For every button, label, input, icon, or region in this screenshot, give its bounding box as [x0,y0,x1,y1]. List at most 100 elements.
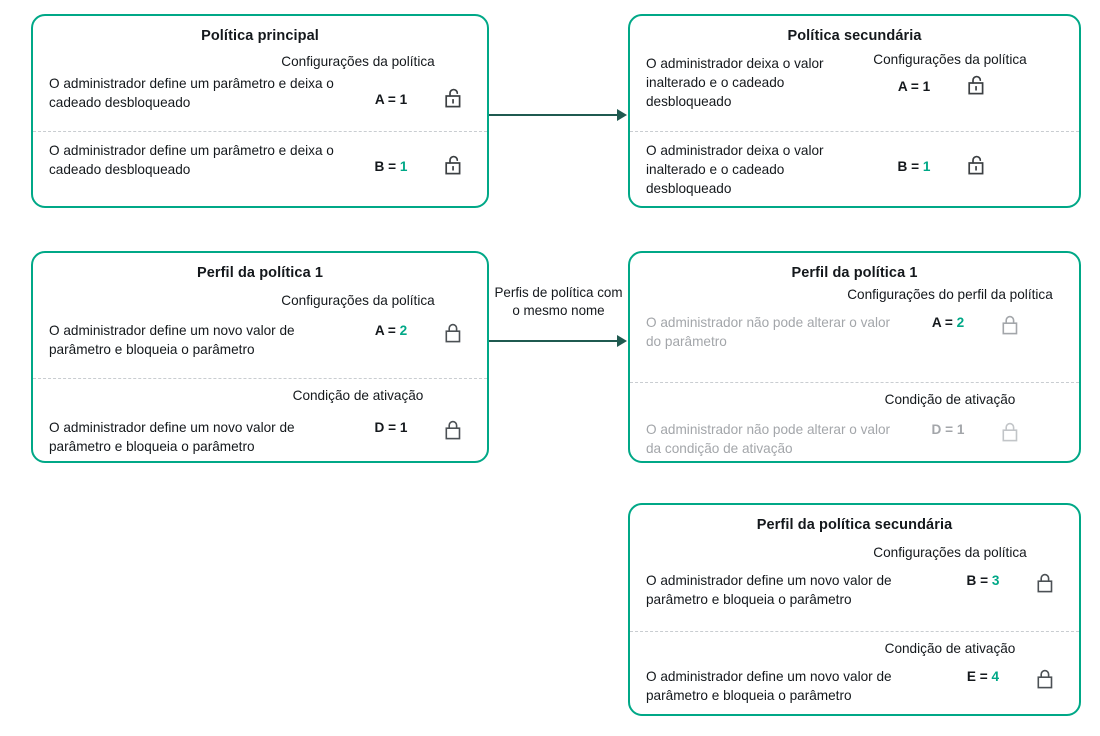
section-caption: Configurações da política [873,52,1027,68]
section-caption: Condição de ativação [884,641,1016,657]
card-title: Política principal [201,28,319,44]
card-secondary-policy: Política secundária Configurações da pol… [628,14,1081,208]
value-key: B = [897,159,920,175]
caption-spacer [646,544,837,564]
row-description: O administrador define um novo valor de … [49,323,295,357]
unlocked-icon [445,88,461,108]
value-number: 3 [991,573,1000,589]
row-value: B = 1 [868,142,960,174]
locked-icon [445,323,461,343]
locked-icon [1037,573,1053,593]
card-policy-profile-1-right: Perfil da política 1 Configurações do pe… [628,251,1081,463]
section-caption: Configurações da política [281,293,435,309]
lock-cell [994,421,1028,443]
policy-row: Configurações da política O administrado… [630,534,1079,631]
policy-row: Configurações da política O administrado… [33,282,487,378]
lock-cell [437,142,471,176]
value-number: 1 [922,159,931,175]
value-key: A = [374,323,396,339]
policy-row: Configurações da política O administrado… [33,45,487,131]
caption-spacer [49,387,245,407]
value-key: D = [374,420,397,436]
value-key: D = [931,422,954,438]
locked-icon [445,420,461,440]
unlocked-icon [968,156,984,175]
locked-icon [1037,669,1053,689]
caption-spacer [49,53,245,73]
card-title: Perfil da política 1 [791,265,918,281]
caption-row: Configurações da política [33,53,487,73]
unlocked-icon [968,75,984,95]
caption-row: Condição de ativação [630,391,1079,411]
lock-cell [994,314,1028,336]
row-value: D = 1 [902,421,994,437]
arrow-middle-label: Perfis de política com o mesmo nome [494,285,623,318]
section-caption: Configurações da política [281,54,435,70]
caption-row: Configurações da política [630,51,1079,71]
lock-cell [1029,668,1063,690]
value-key: A = [374,92,396,108]
arrow-profile-to-profile-line [489,340,618,342]
caption-row: Configurações do perfil da política [630,286,1079,306]
card-title: Perfil da política 1 [196,265,324,281]
section-caption: Configurações da política [873,545,1027,561]
card-secondary-policy-profile: Perfil da política secundária Configuraç… [628,503,1081,716]
section-caption: Configurações do perfil da política [847,287,1053,303]
row-value: D = 1 [345,419,437,435]
row-value: B = 3 [937,572,1029,588]
policy-row: O administrador deixa o valor inalterado… [630,131,1079,213]
caption-spacer [646,391,837,411]
card-main-policy: Política principal Configurações da polí… [31,14,489,208]
row-description: O administrador define um novo valor de … [49,420,295,454]
row-description: O administrador deixa o valor inalterado… [646,143,824,196]
arrow-main-to-secondary-head [617,109,627,121]
caption-row: Configurações da política [630,544,1079,564]
value-key: A = [897,79,919,95]
caption-spacer [49,292,245,312]
arrow-main-to-secondary-line [489,114,618,116]
arrow-profile-to-profile-head [617,335,627,347]
card-title: Perfil da política secundária [756,517,953,533]
policy-row: Configurações do perfil da política O ad… [630,282,1079,382]
policy-row: Configurações da política O administrado… [630,45,1079,131]
policy-row: Condição de ativação O administrador def… [630,631,1079,723]
locked-icon [1002,422,1018,442]
section-caption: Condição de ativação [884,392,1016,408]
unlocked-icon [445,156,461,175]
lock-cell [1029,572,1063,594]
row-description: O administrador define um parâmetro e de… [49,143,334,178]
caption-row: Configurações da política [33,292,487,312]
value-number: 4 [991,669,1000,685]
value-number: 1 [922,79,931,95]
policy-row: Condição de ativação O administrador def… [33,378,487,472]
row-description: O administrador define um novo valor de … [646,669,892,703]
policy-row: O administrador define um parâmetro e de… [33,131,487,213]
row-value: E = 4 [937,668,1029,684]
row-value: A = 1 [868,55,960,94]
row-value: A = 1 [345,75,437,107]
lock-cell [437,322,471,344]
value-number: 2 [956,315,965,331]
value-key: B = [966,573,989,589]
row-description: O administrador não pode alterar o valor… [646,315,891,349]
row-value: A = 2 [902,314,994,330]
lock-cell [960,142,994,176]
value-key: A = [931,315,953,331]
value-number: 1 [399,420,408,436]
card-title: Política secundária [787,28,922,44]
policy-row: Condição de ativação O administrador não… [630,382,1079,472]
row-description: O administrador não pode alterar o valor… [646,422,891,456]
value-number: 1 [399,92,408,108]
card-policy-profile-1-left: Perfil da política 1 Configurações da po… [31,251,489,463]
value-number: 1 [956,422,965,438]
lock-cell [437,419,471,441]
caption-spacer [646,286,837,306]
section-caption: Condição de ativação [292,388,424,404]
row-description: O administrador deixa o valor inalterado… [646,56,824,109]
lock-cell [437,75,471,109]
caption-spacer [646,640,837,660]
lock-cell [960,55,994,96]
caption-row: Condição de ativação [630,640,1079,660]
row-description: O administrador define um parâmetro e de… [49,76,334,110]
